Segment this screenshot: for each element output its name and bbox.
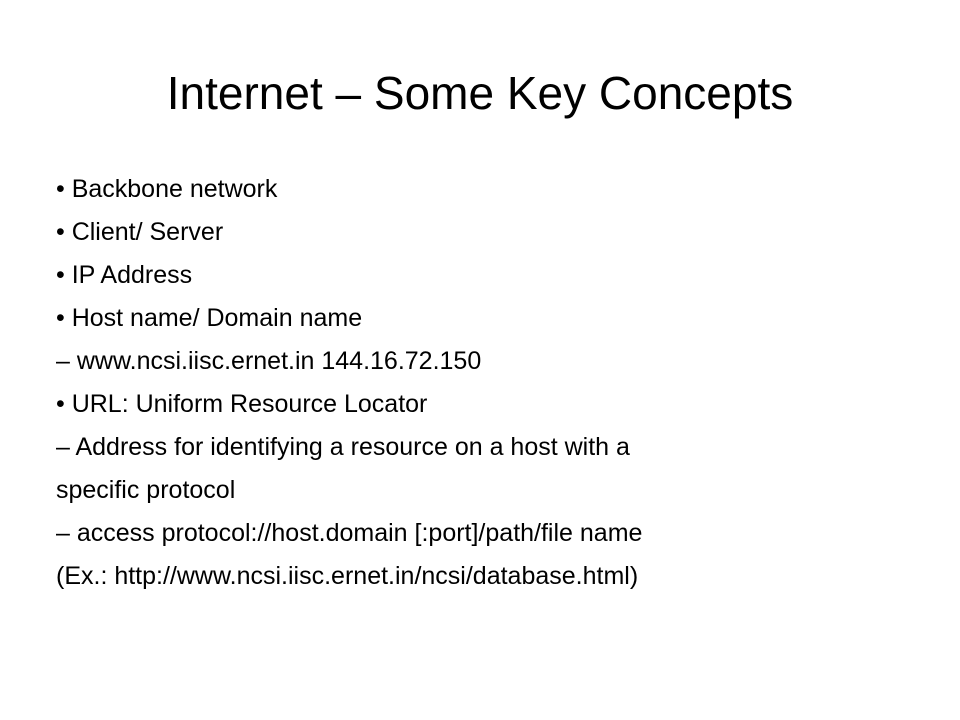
line-url-syntax: – access protocol://host.domain [:port]/… — [56, 519, 643, 547]
line-host-example: – www.ncsi.iisc.ernet.in 144.16.72.150 — [56, 347, 482, 375]
line-host-domain-name: • Host name/ Domain name — [56, 304, 363, 332]
line-url-description: – Address for identifying a resource on … — [56, 433, 630, 461]
line-url: • URL: Uniform Resource Locator — [56, 390, 428, 418]
line-backbone-network: • Backbone network — [56, 175, 278, 203]
line-url-description-cont: specific protocol — [56, 476, 236, 504]
line-client-server: • Client/ Server — [56, 218, 224, 246]
line-ip-address: • IP Address — [56, 261, 193, 289]
slide-title: Internet – Some Key Concepts — [166, 67, 794, 119]
slide-body: • Backbone network • Client/ Server • IP… — [56, 168, 916, 598]
line-url-example: (Ex.: http://www.ncsi.iisc.ernet.in/ncsi… — [56, 562, 639, 590]
